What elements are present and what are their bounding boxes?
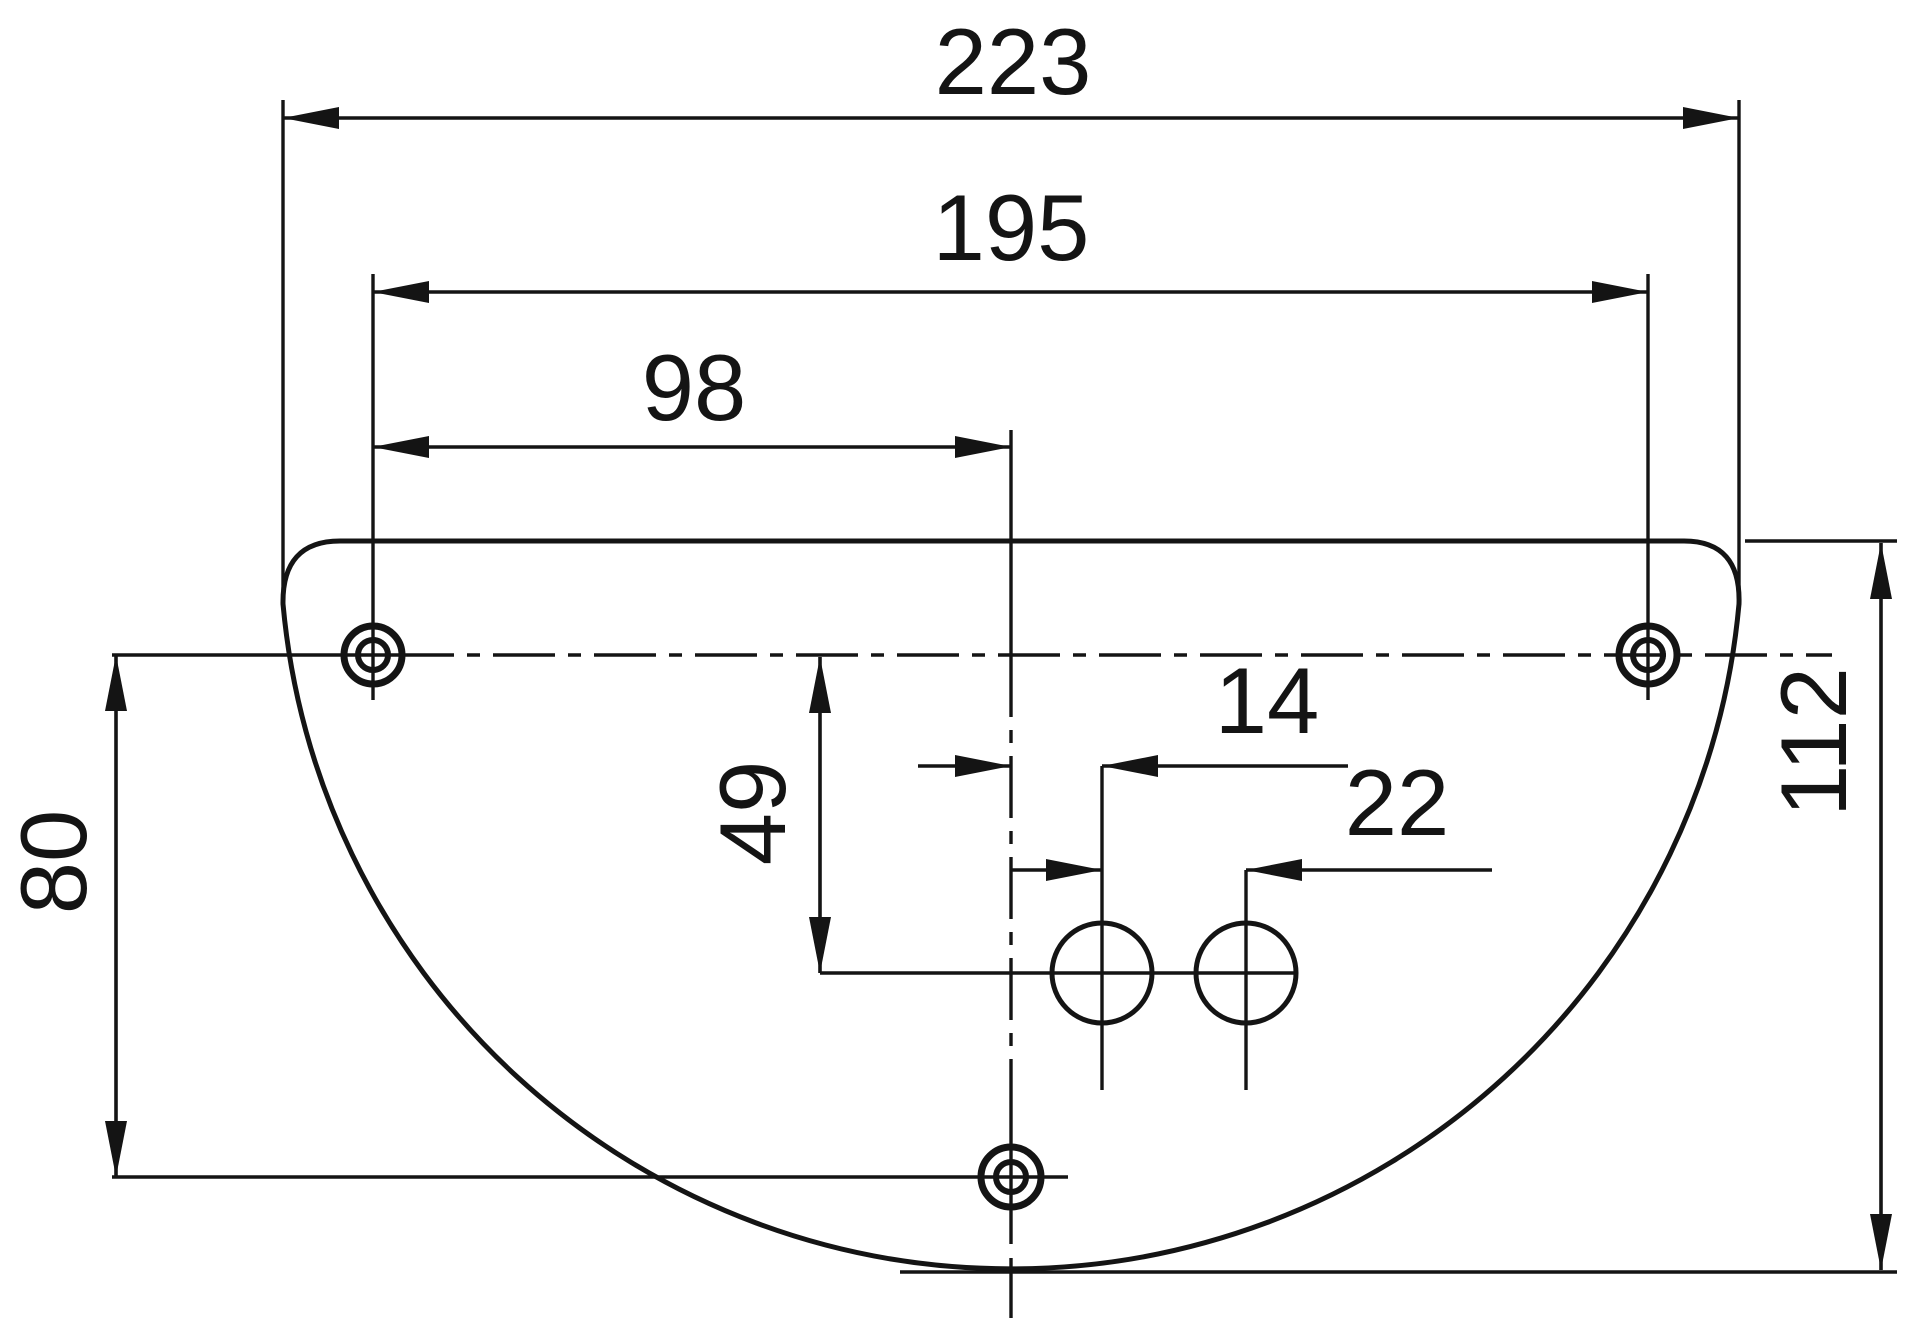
plate-outline: [280, 538, 1742, 1272]
dimension-left-hole-to-center: 98: [373, 335, 1011, 458]
dimension-label: 49: [700, 761, 805, 866]
arrowhead: [809, 917, 831, 973]
arrowhead: [1870, 543, 1892, 599]
arrowhead: [1683, 107, 1739, 129]
arrowhead: [1592, 281, 1648, 303]
arrowhead: [105, 1121, 127, 1177]
arrowhead: [373, 436, 429, 458]
arrowhead: [1046, 859, 1102, 881]
arrowhead: [1246, 859, 1302, 881]
arrowhead: [105, 655, 127, 711]
dimension-label: 223: [935, 9, 1092, 114]
dimension-label: 22: [1345, 750, 1450, 855]
arrowhead: [373, 281, 429, 303]
centerlines: [392, 430, 1832, 1318]
dimension-small-hole-spacing: 22: [1011, 750, 1492, 1090]
dimension-overall-width: 223: [281, 9, 1741, 600]
dimension-centerline-to-bottom-hole: 80: [1, 653, 1068, 1179]
arrowhead: [955, 436, 1011, 458]
dimension-center-to-first-small-hole: 14: [918, 648, 1348, 1090]
dimension-overall-height: 112: [900, 539, 1897, 1274]
arrowhead: [809, 657, 831, 713]
dimension-label: 80: [1, 810, 106, 915]
arrowhead: [1102, 755, 1158, 777]
dimension-label: 195: [933, 175, 1090, 280]
arrowhead: [955, 755, 1011, 777]
dimension-label: 98: [642, 335, 747, 440]
arrowhead: [1870, 1214, 1892, 1270]
dimension-label: 112: [1761, 667, 1866, 817]
dimension-centerline-to-small-holes: 49: [700, 657, 1295, 975]
arrowhead: [283, 107, 339, 129]
dimension-upper-hole-spacing: 195: [371, 175, 1650, 700]
dimension-label: 14: [1215, 648, 1320, 753]
